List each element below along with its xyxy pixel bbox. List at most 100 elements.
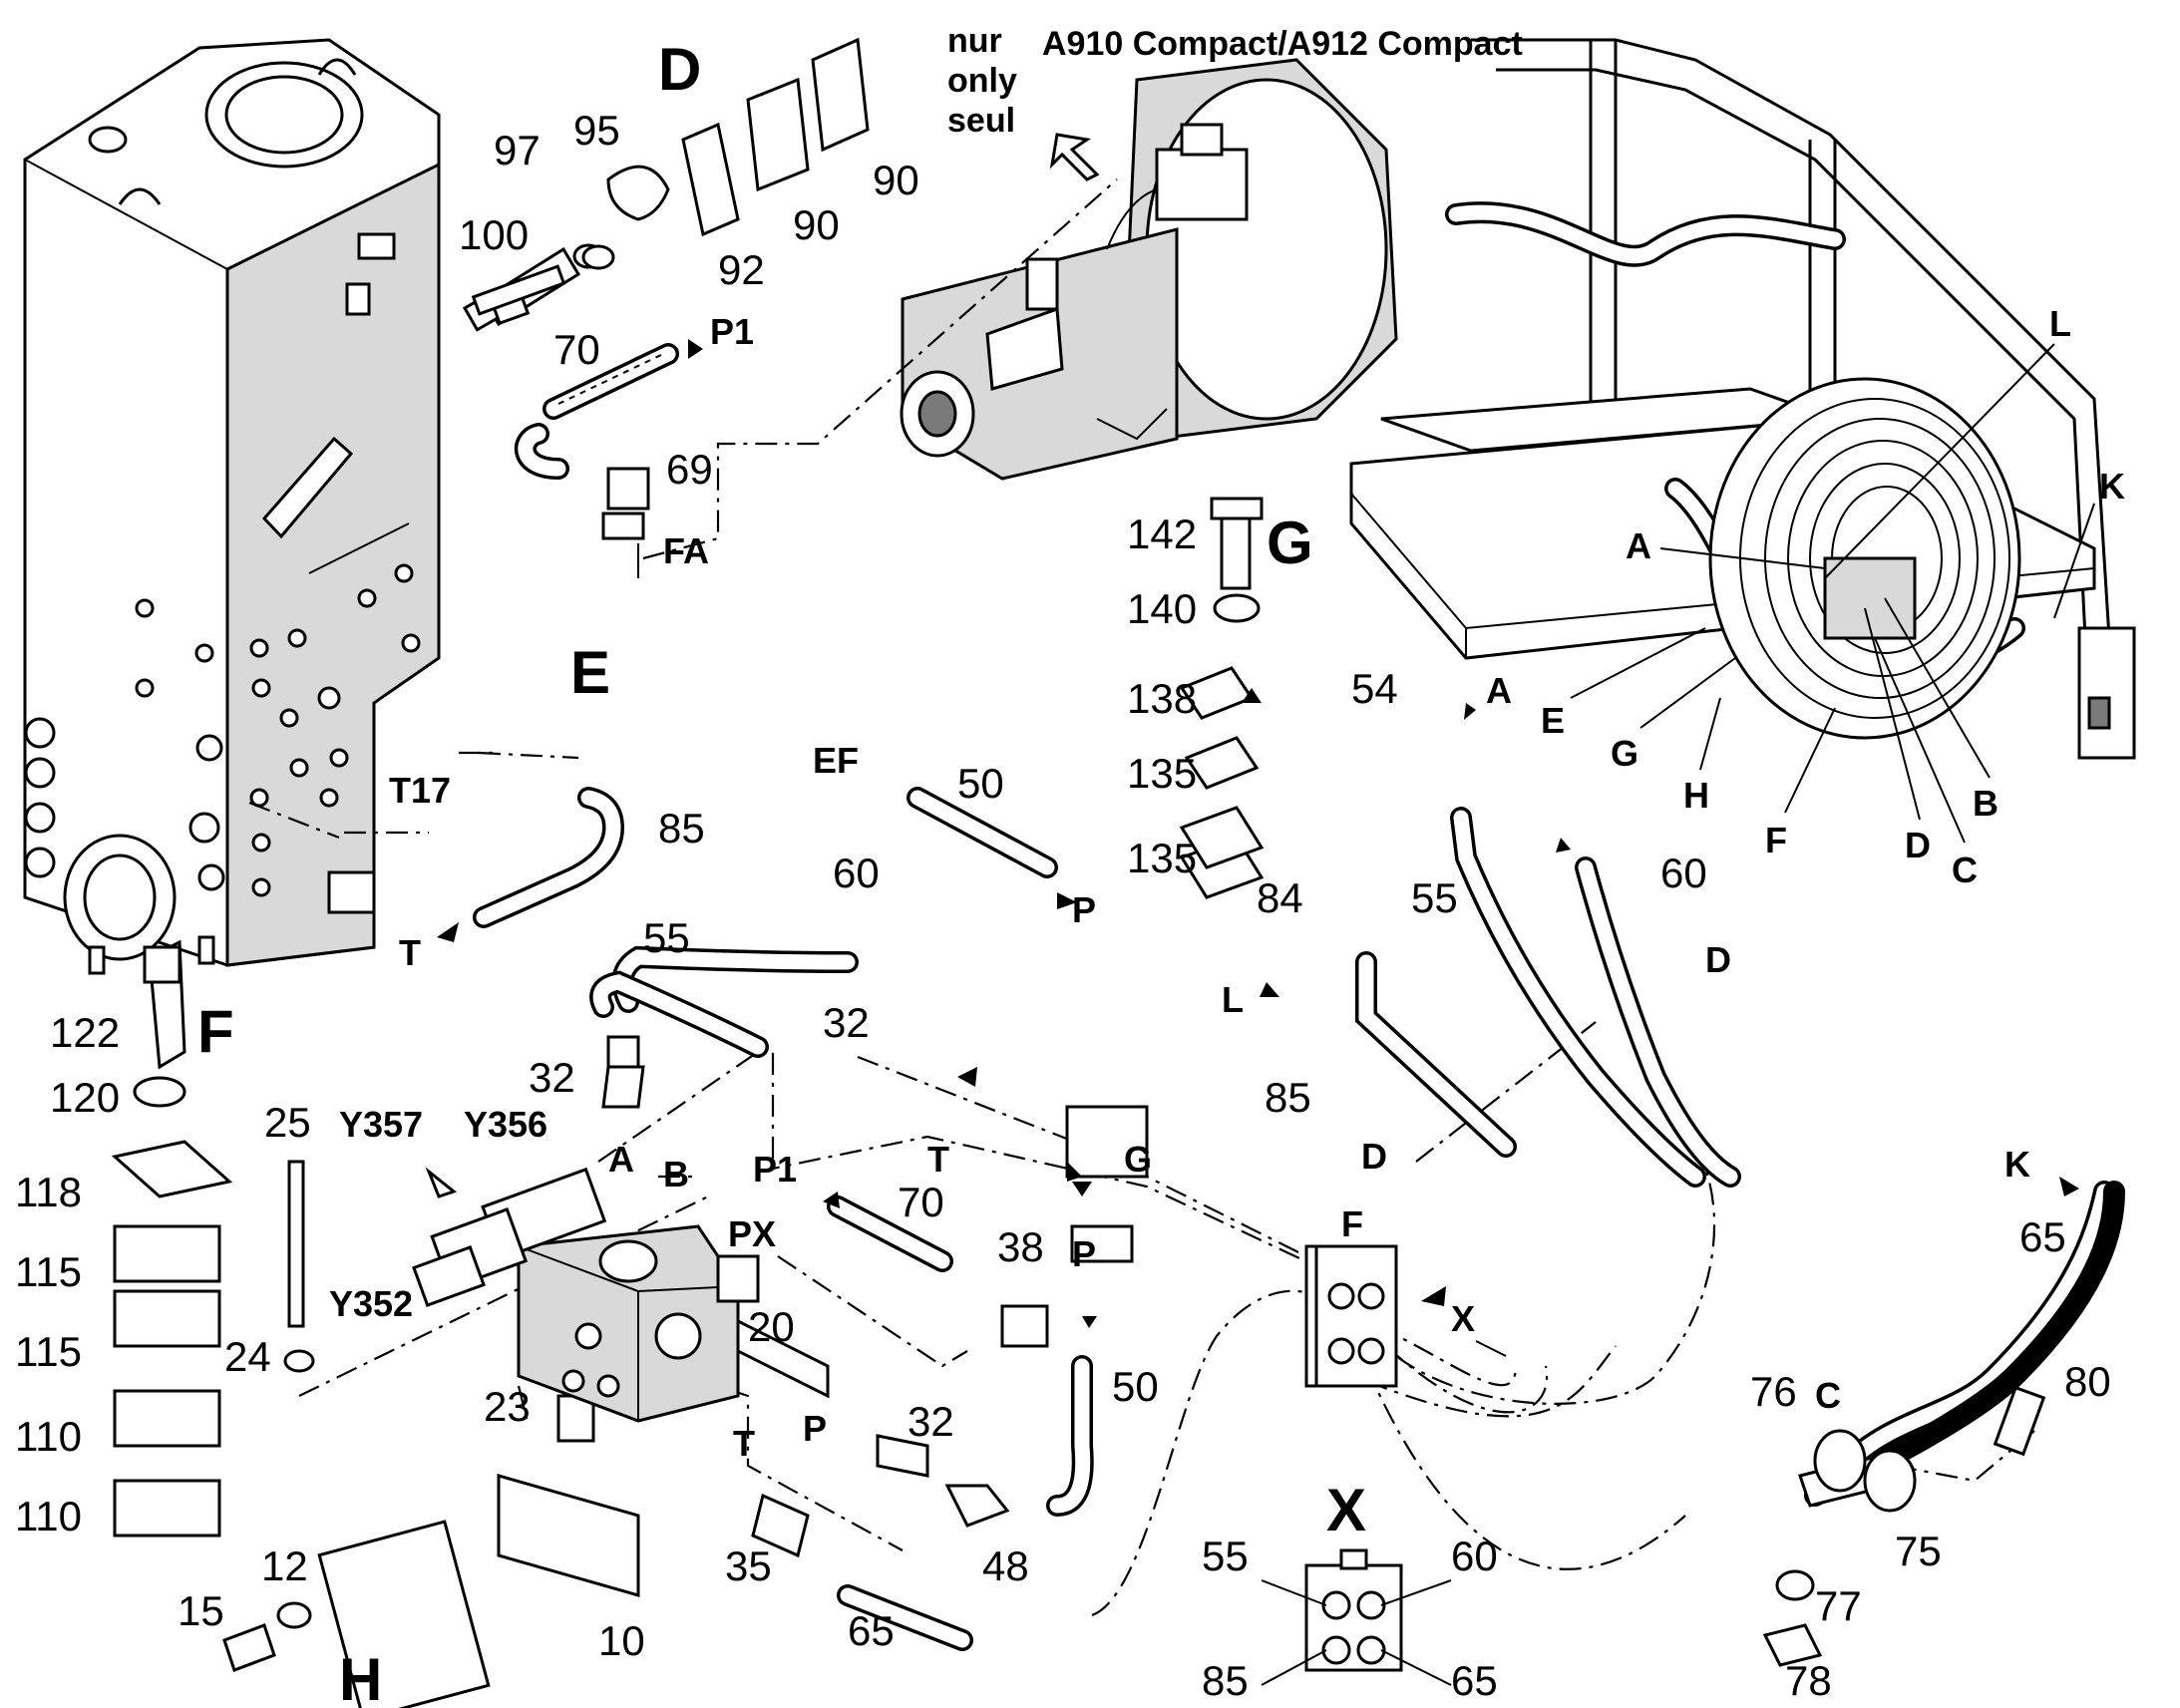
- section-letters: D E G F H X: [197, 36, 1366, 1708]
- valve-block: [412, 1167, 760, 1423]
- fittings: [111, 244, 2046, 1708]
- note-line-3: seul: [947, 102, 1015, 140]
- conn-p-mid: P: [1072, 889, 1096, 930]
- conn-a-valve: A: [608, 1139, 634, 1180]
- part-140: 140: [1127, 585, 1197, 632]
- part-55-x: 55: [1202, 1533, 1249, 1579]
- conn-ef: EF: [813, 740, 859, 781]
- conn-p1-top: P1: [710, 311, 754, 352]
- part-60-x: 60: [1451, 1533, 1498, 1579]
- part-84: 84: [1257, 874, 1303, 921]
- connection-labels: P1 FA EF T17 T P A L K X A B PX P1 P T P…: [389, 311, 2030, 1464]
- part-76: 76: [1750, 1368, 1797, 1415]
- part-80: 80: [2064, 1358, 2111, 1405]
- part-32c: 32: [908, 1398, 954, 1445]
- part-92: 92: [718, 246, 765, 293]
- part-70-low: 70: [898, 1179, 944, 1225]
- detail-x-clamp: [1261, 1548, 1452, 1686]
- part-48: 48: [982, 1542, 1029, 1589]
- part-60-mid: 60: [833, 850, 880, 896]
- part-54: 54: [1351, 665, 1398, 712]
- part-95: 95: [573, 107, 620, 154]
- fan-cooler: [1708, 377, 2021, 740]
- conn-k: K: [2004, 1144, 2030, 1185]
- legend-f: F: [1765, 820, 1787, 860]
- conn-t-left: T: [399, 932, 421, 973]
- part-32a: 32: [823, 999, 870, 1046]
- legend-a: A: [1626, 525, 1651, 566]
- part-90b: 90: [793, 201, 840, 248]
- part-138: 138: [1127, 675, 1197, 722]
- part-135b: 135: [1127, 835, 1197, 881]
- part-32b: 32: [529, 1054, 575, 1101]
- cooler-frame: [1349, 38, 2136, 760]
- conn-a-right: A: [1486, 670, 1512, 711]
- legend-c: C: [1952, 850, 1978, 890]
- part-55-mid: 55: [643, 914, 690, 961]
- legend-l: L: [2049, 303, 2071, 344]
- conn-d-lower: D: [1361, 1136, 1387, 1177]
- solenoid-labels: Y357 Y356 Y352: [329, 1104, 547, 1324]
- part-110b: 110: [15, 1493, 82, 1539]
- pump-assembly: [900, 58, 1398, 481]
- section-x: X: [1326, 1477, 1366, 1543]
- conn-g: G: [1124, 1139, 1152, 1180]
- part-100: 100: [459, 211, 529, 258]
- legend-leaders: [1570, 343, 2095, 844]
- conn-l: L: [1222, 979, 1244, 1020]
- part-50-low: 50: [1112, 1363, 1159, 1410]
- header-note: nur only seul A910 Compact/A912 Compact: [947, 22, 1523, 140]
- part-55-right: 55: [1411, 874, 1458, 921]
- part-65-x: 65: [1451, 1657, 1498, 1704]
- part-85-tank: 85: [658, 805, 705, 852]
- part-numbers: 97 95 100 92 90 90 70 69 142 140 138 135…: [15, 107, 2111, 1704]
- part-135a: 135: [1127, 750, 1197, 797]
- section-e: E: [570, 639, 610, 706]
- legend-e: E: [1541, 700, 1565, 741]
- part-65-low: 65: [848, 1607, 895, 1654]
- conn-p-hose: P: [1072, 1233, 1096, 1274]
- conn-b-valve: B: [663, 1154, 689, 1195]
- conn-t17: T17: [389, 770, 451, 811]
- conn-x: X: [1451, 1298, 1475, 1339]
- part-70-top: 70: [553, 326, 600, 373]
- part-50-top: 50: [957, 760, 1004, 807]
- part-75: 75: [1895, 1528, 1942, 1574]
- section-g: G: [1267, 510, 1313, 576]
- part-20: 20: [748, 1303, 795, 1350]
- section-h: H: [339, 1646, 382, 1708]
- part-12: 12: [261, 1542, 308, 1589]
- part-97: 97: [494, 127, 541, 173]
- part-85-x: 85: [1202, 1657, 1249, 1704]
- part-69: 69: [666, 446, 713, 493]
- part-90a: 90: [873, 157, 919, 203]
- clamp-block-f: [1314, 1244, 1398, 1388]
- part-85-right: 85: [1265, 1074, 1311, 1121]
- legend-h: H: [1683, 775, 1709, 816]
- part-60-right: 60: [1660, 850, 1707, 896]
- legend-k: K: [2099, 466, 2125, 507]
- conn-f: F: [1341, 1203, 1363, 1244]
- part-77: 77: [1815, 1582, 1862, 1629]
- conn-fa: FA: [663, 530, 709, 571]
- part-23: 23: [484, 1383, 531, 1430]
- conn-t-low: T: [733, 1423, 755, 1464]
- hose-lines: [473, 343, 2125, 1651]
- hydraulic-tank: [23, 38, 441, 975]
- section-f: F: [197, 998, 234, 1065]
- part-120: 120: [50, 1074, 120, 1121]
- legend-g: G: [1611, 733, 1638, 774]
- model-title: A910 Compact/A912 Compact: [1042, 25, 1523, 63]
- part-142: 142: [1127, 511, 1197, 557]
- conn-p-low: P: [803, 1408, 827, 1449]
- conn-c: C: [1815, 1375, 1841, 1416]
- tank-port-fittings: [24, 563, 421, 897]
- conn-px: PX: [728, 1213, 776, 1254]
- solenoid-y357: Y357: [339, 1104, 423, 1145]
- conn-p1-valve: P1: [753, 1149, 797, 1190]
- legend-d: D: [1905, 825, 1931, 865]
- part-24: 24: [224, 1333, 271, 1380]
- solenoid-y352: Y352: [329, 1283, 413, 1324]
